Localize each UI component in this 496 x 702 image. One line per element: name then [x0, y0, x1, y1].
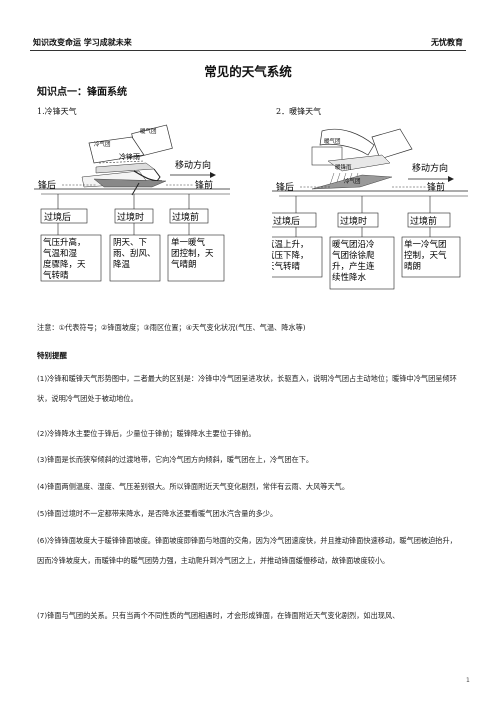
- point-4: (4)锋面两侧温度、湿度、气压差别很大。所以锋面附近天气变化剧烈，常伴有云雨、大…: [37, 482, 350, 491]
- cold-cold-air-label: 冷气团: [94, 140, 111, 148]
- point-6: (6)冷锋锋面坡度大于暖锋锋面坡度。锋面坡度即锋面与地面的交角，因为冷气团速度快…: [37, 536, 457, 565]
- warm-front-label: 2．暖锋天气: [276, 107, 322, 116]
- warm-desc-after: [272, 236, 323, 278]
- cold-front-diagram: 暖气团 冷气团 冷锋雨 移动方向 锋后 锋前 过境后 过境时 过境前 气压升高，…: [34, 124, 230, 282]
- cold-front-label: 1.冷锋天气: [37, 107, 77, 116]
- point-7: (7)锋面与气团的关系。只有当两个不同性质的气团相遇时，才会形成锋面，在锋面附近…: [37, 611, 400, 620]
- warm-box-during: [337, 212, 379, 228]
- cold-rain-label: 冷锋雨: [119, 152, 140, 161]
- warm-front-diagram: 暖气团 暖锋雨 移动方向 冷气团 锋后 锋前 过境后 过境时 过境前 气温上升，…: [272, 128, 468, 290]
- point-5: (5)锋面过境时不一定都带来降水，是否降水还要看暖气团水汽含量的多少。: [37, 509, 278, 518]
- point-1: (1)冷锋和暖锋天气形势图中，二者最大的区别是：冷锋中冷气团呈进攻状，长驱直入，…: [37, 374, 457, 403]
- cold-desc-before: [167, 234, 225, 282]
- point-3: (3)锋面是长而狭窄倾斜的过渡地带，它向冷气团方向倾斜，暖气团在上，冷气团在下。: [37, 455, 314, 464]
- cold-box-before-label: 过境前: [172, 211, 199, 223]
- cold-direction-label: 移动方向: [175, 159, 211, 171]
- warm-direction-label: 移动方向: [412, 162, 448, 174]
- warm-box-before: [407, 212, 451, 228]
- cold-front-side-label: 锋前: [195, 179, 213, 191]
- warm-warm-air-label: 暖气团: [324, 137, 341, 145]
- page-title: 常见的天气系统: [204, 64, 292, 79]
- warm-cold-air-label: 冷气团: [344, 177, 361, 185]
- cold-box-after-label: 过境后: [44, 211, 71, 223]
- warm-rain-label: 暖锋雨: [335, 163, 352, 171]
- point-2: (2)冷锋降水主要位于锋后，少量位于锋前；暖锋降水主要位于锋前。: [37, 429, 256, 438]
- cold-box-during-label: 过境时: [117, 211, 144, 223]
- page-header: 知识改变命运 学习成就未来 无忧教育: [30, 36, 466, 51]
- cold-desc-after: [40, 234, 102, 282]
- warm-box-during-label: 过境时: [340, 215, 367, 227]
- svg-text:气压升高， 气温和湿 度骤降，天 气: 气压升高， 气温和湿 度骤降，天 气转晴 阴天、下 雨、刮风、 降温 单一暖气 …: [43, 237, 216, 281]
- warm-front-side-label: 锋前: [427, 181, 445, 193]
- warm-box-after: [272, 212, 317, 228]
- warm-box-before-label: 过境前: [410, 215, 437, 227]
- header-motto: 知识改变命运 学习成就未来: [33, 38, 132, 47]
- warm-desc-during: [329, 236, 395, 290]
- warm-behind-label: 锋后: [276, 181, 294, 193]
- cold-box-after: [40, 208, 88, 224]
- page-number: 1: [466, 677, 470, 684]
- section-heading: 知识点一：锋面系统: [37, 87, 127, 98]
- note-text: 注意：①代表符号；②锋面坡度；③雨区位置；④天气变化状况(气压、气温、降水等): [37, 323, 306, 332]
- warm-desc-before: [401, 236, 461, 278]
- cold-warm-air-label: 暖气团: [140, 127, 157, 135]
- cold-behind-label: 锋后: [38, 179, 56, 191]
- special-reminder-title: 特别提醒: [37, 351, 67, 360]
- header-brand: 无忧教育: [431, 38, 463, 47]
- cold-desc-during: [109, 234, 161, 282]
- warm-box-after-label: 过境后: [273, 215, 300, 227]
